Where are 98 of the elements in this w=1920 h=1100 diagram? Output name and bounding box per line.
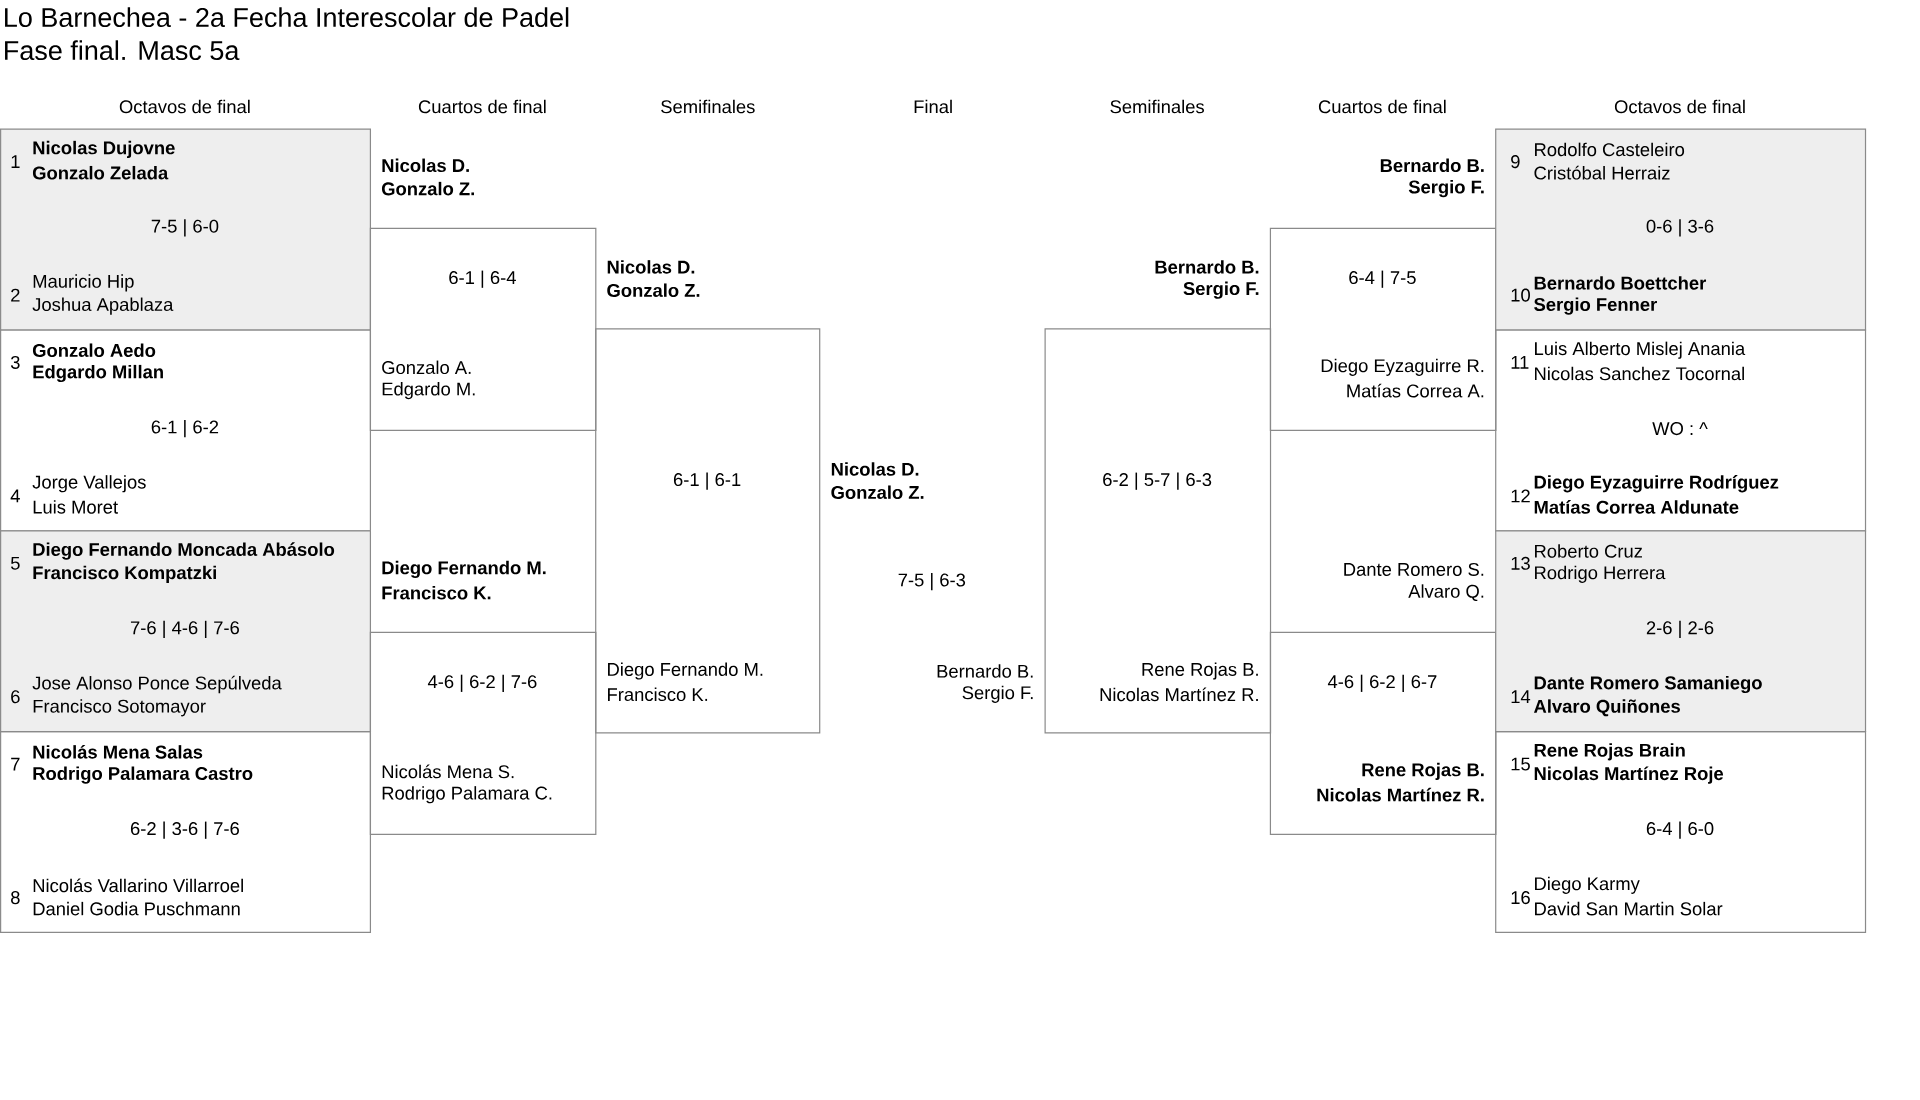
- player-name: Edgardo M.: [382, 382, 475, 400]
- player-name: Bernardo B.: [1155, 260, 1259, 274]
- seed-number: 7: [11, 757, 20, 771]
- player-name: Daniel Godia Puschmann: [33, 901, 240, 916]
- seed-number: 16: [1511, 891, 1530, 905]
- player-name: Gonzalo Zelada: [32, 165, 169, 180]
- score: 6-2 | 3-6 | 7-6: [130, 821, 239, 839]
- score: 6-2 | 5-7 | 6-3: [1103, 472, 1212, 490]
- player-name: Cristóbal Herraiz: [1534, 165, 1670, 180]
- player-name: Sergio Fenner: [1534, 297, 1657, 315]
- player-name: Rodrigo Herrera: [1535, 565, 1666, 583]
- player-name: David San Martin Solar: [1535, 901, 1723, 916]
- subtitle: Fase final. Masc 5a: [5, 40, 240, 61]
- player-name: Rodolfo Casteleiro: [1535, 142, 1685, 157]
- player-name: Nicolas Martínez R.: [1317, 787, 1484, 802]
- player-name: Nicolás Vallarino Villarroel: [33, 878, 243, 893]
- player-name: Nicolas Dujovne: [33, 140, 175, 158]
- player-name: Alvaro Q.: [1408, 584, 1484, 602]
- player-name: Diego Fernando M.: [382, 560, 546, 578]
- seed-number: 2: [11, 288, 20, 302]
- score: 7-6 | 4-6 | 7-6: [130, 620, 239, 638]
- player-name: Luis Alberto Mislej Anania: [1535, 341, 1746, 359]
- score: WO : ^: [1652, 422, 1708, 436]
- score: 6-4 | 7-5: [1349, 270, 1416, 288]
- score: 0-6 | 3-6: [1646, 219, 1714, 237]
- player-name: Rene Rojas B.: [1142, 662, 1258, 680]
- score: 4-6 | 6-2 | 6-7: [1327, 674, 1437, 692]
- player-name: Rodrigo Palamara Castro: [33, 766, 253, 784]
- player-name: Jose Alonso Ponce Sepúlveda: [32, 675, 282, 694]
- player-name: Nicolas D.: [607, 260, 695, 274]
- seed-number: 4: [10, 489, 20, 503]
- player-name: Gonzalo Z.: [381, 181, 474, 196]
- column-header: Cuartos de final: [1318, 99, 1446, 114]
- score: 6-1 | 6-1: [673, 472, 741, 490]
- player-name: Rene Rojas Brain: [1534, 743, 1685, 761]
- player-name: Nicolas Martínez R.: [1100, 687, 1258, 702]
- player-name: Nicolas Martínez Roje: [1534, 766, 1724, 784]
- seed-number: 6: [11, 690, 20, 704]
- seed-number: 8: [11, 891, 20, 905]
- player-name: Dante Romero Samaniego: [1534, 675, 1762, 694]
- player-name: Nicolas Sanchez Tocornal: [1535, 366, 1744, 381]
- column-header: Final: [914, 99, 952, 114]
- seed-number: 13: [1511, 556, 1530, 570]
- player-name: Bernardo B.: [937, 664, 1033, 678]
- column-header: Semifinales: [661, 99, 755, 114]
- player-name: Joshua Apablaza: [32, 297, 174, 315]
- title: Lo Barnechea - 2a Fecha Interescolar de Padel: [5, 7, 569, 27]
- player-name: Mauricio Hip: [33, 274, 134, 292]
- player-name: Francisco Sotomayor: [33, 699, 206, 717]
- player-name: Francisco K.: [608, 687, 708, 702]
- seed-number: 5: [10, 556, 20, 570]
- seed-number: 12: [1511, 489, 1530, 503]
- player-name: Diego Eyzaguirre Rodríguez: [1534, 475, 1779, 493]
- score: 6-1 | 6-2: [151, 420, 219, 438]
- player-name: Francisco Kompatzki: [33, 565, 216, 583]
- score: 6-1 | 6-4: [449, 270, 516, 288]
- player-name: Alvaro Quiñones: [1534, 699, 1680, 717]
- seed-number: 15: [1511, 757, 1530, 771]
- player-name: Diego Karmy: [1535, 876, 1640, 894]
- player-name: Francisco K.: [382, 585, 491, 600]
- player-name: Gonzalo Z.: [607, 283, 700, 297]
- player-name: Diego Eyzaguirre R.: [1321, 358, 1484, 376]
- score: 7-5 | 6-0: [151, 219, 219, 237]
- player-name: Luis Moret: [33, 500, 118, 514]
- player-name: Sergio F.: [1408, 180, 1484, 198]
- player-name: Matías Correa Aldunate: [1534, 500, 1739, 514]
- player-name: Diego Fernando M.: [608, 662, 763, 680]
- seed-number: 9: [1511, 155, 1520, 169]
- score: 6-4 | 6-0: [1646, 821, 1714, 839]
- score: 4-6 | 6-2 | 7-6: [427, 674, 537, 692]
- seed-number: 14: [1511, 690, 1531, 704]
- player-name: Sergio F.: [962, 685, 1033, 703]
- player-name: Matías Correa A.: [1347, 383, 1484, 398]
- column-header: Cuartos de final: [418, 99, 546, 114]
- player-name: Nicolas D.: [382, 158, 469, 173]
- player-name: Gonzalo A.: [382, 360, 471, 375]
- player-name: Nicolas D.: [831, 462, 919, 476]
- player-name: Roberto Cruz: [1535, 544, 1642, 558]
- player-name: Diego Fernando Moncada Abásolo: [33, 542, 335, 560]
- player-name: Gonzalo Aedo: [32, 343, 156, 357]
- player-name: Jorge Vallejos: [32, 475, 146, 493]
- player-name: Rene Rojas B.: [1362, 762, 1484, 780]
- player-name: Rodrigo Palamara C.: [382, 786, 552, 804]
- score: 7-5 | 6-3: [898, 573, 966, 591]
- seed-number: 3: [10, 355, 20, 369]
- player-name: Dante Romero S.: [1344, 562, 1484, 576]
- player-name: Bernardo Boettcher: [1534, 276, 1706, 290]
- player-name: Nicolás Mena S.: [382, 764, 514, 779]
- player-name: Sergio F.: [1183, 281, 1259, 299]
- seed-number: 11: [1511, 356, 1529, 369]
- column-header: Semifinales: [1110, 99, 1204, 114]
- score: 2-6 | 2-6: [1646, 620, 1714, 638]
- seed-number: 10: [1511, 288, 1530, 302]
- seed-number: 1: [11, 155, 20, 168]
- player-name: Gonzalo Z.: [831, 485, 924, 499]
- player-name: Nicolás Mena Salas: [33, 744, 203, 759]
- player-name: Bernardo B.: [1380, 158, 1484, 173]
- player-name: Edgardo Millan: [33, 364, 163, 383]
